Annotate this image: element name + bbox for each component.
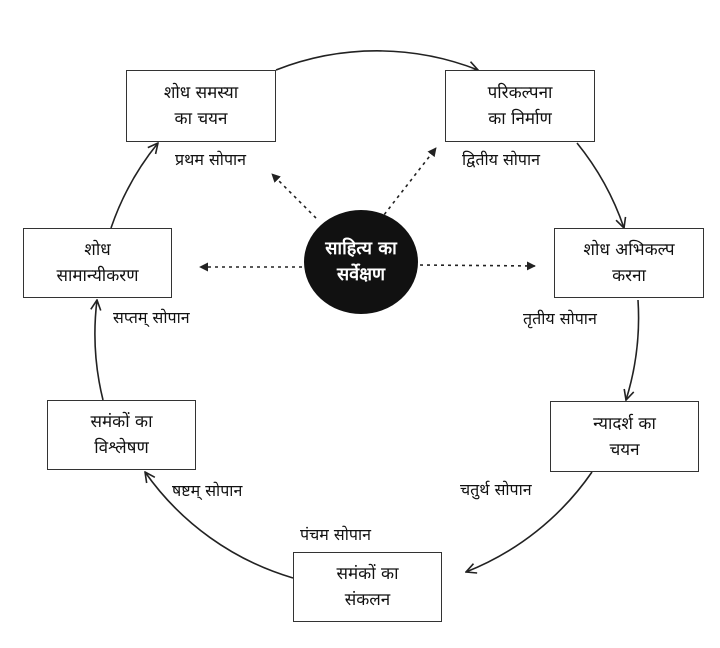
step-6-line1: समंकों का [90, 412, 153, 432]
step-2-line2: का निर्माण [488, 109, 552, 129]
step-5-label: पंचम सोपान [300, 525, 371, 544]
step-7-box: शोध सामान्यीकरण [23, 228, 172, 298]
step-6-label: षष्टम् सोपान [172, 481, 243, 500]
step-1-line1: शोध समस्या [163, 83, 239, 103]
center-line2: सर्वेक्षण [336, 264, 386, 285]
dotted-arrow-to-step1 [271, 173, 317, 219]
step-3-line1: शोध अभिकल्प [583, 240, 675, 260]
arrow-step1-to-step2 [275, 50, 478, 70]
arrow-step3-to-step4 [626, 299, 640, 400]
step-5-line2: संकलन [344, 590, 391, 610]
step-1-label: प्रथम सोपान [175, 150, 247, 169]
step-4-label: चतुर्थ सोपान [460, 480, 532, 499]
dotted-arrow-to-step2 [379, 147, 437, 221]
step-4-box: न्यादर्श का चयन [550, 401, 699, 472]
arrow-step2-to-step3 [576, 142, 624, 228]
arrow-step5-to-step6 [145, 472, 294, 579]
step-3-line2: करना [612, 266, 646, 286]
step-7-line1: शोध [84, 240, 111, 260]
step-3-box: शोध अभिकल्प करना [554, 228, 704, 298]
step-5-line1: समंकों का [336, 564, 399, 584]
step-6-line2: विश्लेषण [94, 438, 149, 458]
step-7-label: सप्तम् सोपान [113, 308, 190, 327]
step-2-box: परिकल्पना का निर्माण [445, 70, 595, 142]
step-3-label: तृतीय सोपान [523, 309, 597, 328]
arrow-step7-to-step1 [110, 143, 158, 229]
step-1-box: शोध समस्या का चयन [126, 70, 276, 142]
dotted-arrow-to-step3 [419, 261, 536, 271]
center-circle: साहित्य का सर्वेक्षण [304, 210, 418, 314]
step-2-label: द्वितीय सोपान [462, 150, 541, 169]
center-line1: साहित्य का [325, 238, 397, 259]
step-1-line2: का चयन [174, 109, 228, 129]
step-7-line2: सामान्यीकरण [56, 266, 139, 286]
step-5-box: समंकों का संकलन [293, 552, 442, 622]
step-4-line2: चयन [609, 439, 640, 460]
arrow-step4-to-step5 [466, 471, 593, 572]
arrow-step6-to-step7 [95, 300, 104, 401]
step-2-line1: परिकल्पना [487, 83, 553, 103]
step-4-line1: न्यादर्श का [593, 413, 656, 434]
step-6-box: समंकों का विश्लेषण [47, 400, 196, 470]
